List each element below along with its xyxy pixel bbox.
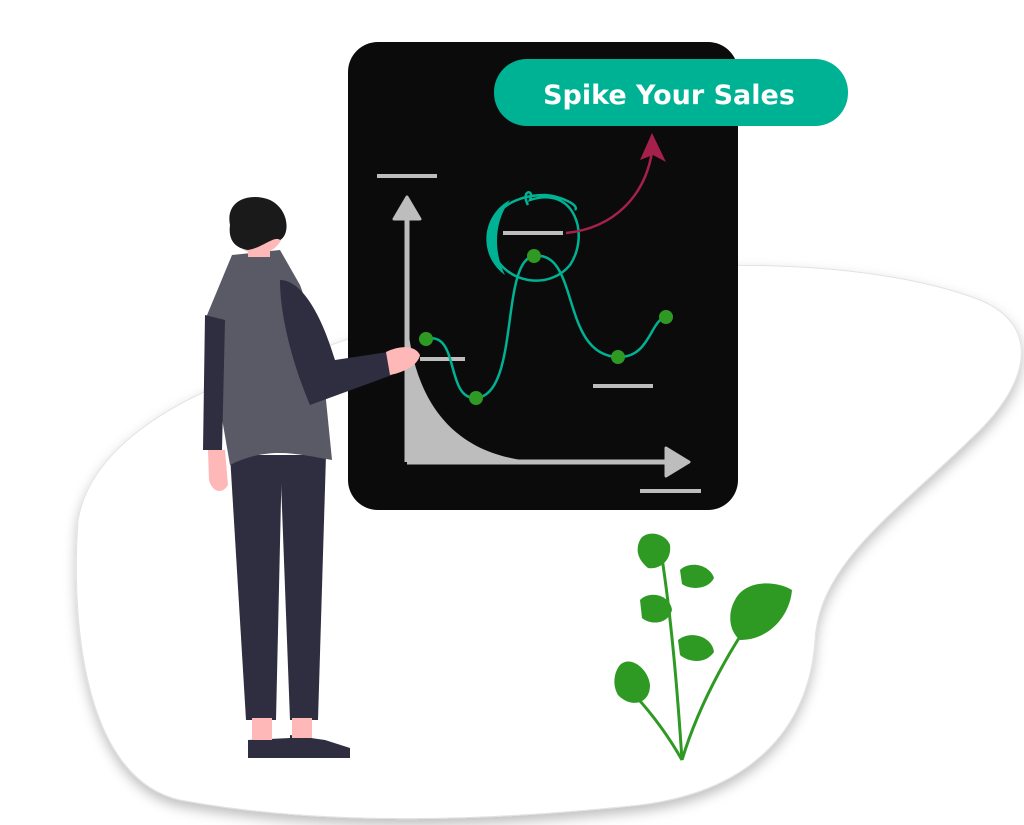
data-point — [611, 350, 625, 364]
banner-label: Spike Your Sales — [543, 80, 795, 111]
stem — [658, 544, 684, 761]
chart-graphic — [377, 133, 701, 493]
label-dashes — [377, 174, 701, 493]
hair — [229, 197, 287, 250]
leaf — [678, 635, 714, 661]
x-axis-arrow-icon — [664, 446, 691, 478]
data-points — [419, 249, 673, 405]
person — [203, 197, 420, 758]
plant — [614, 533, 792, 761]
ankle — [252, 718, 272, 740]
leaf — [680, 564, 714, 588]
leaf — [614, 661, 650, 703]
leaf — [730, 583, 792, 640]
highlight-circle-fill — [486, 200, 510, 275]
growth-arrow — [565, 151, 654, 235]
hand — [208, 450, 228, 492]
area-fill — [407, 318, 545, 462]
left-leg — [230, 455, 282, 720]
data-point — [469, 391, 483, 405]
y-axis-arrow-icon — [392, 195, 422, 221]
data-point — [419, 332, 433, 346]
back-arm — [203, 315, 225, 450]
leaf — [637, 533, 671, 569]
shoe — [290, 735, 350, 758]
growth-arrow-head-icon — [640, 133, 666, 162]
highlight-scribble — [488, 191, 580, 282]
data-point — [527, 249, 541, 263]
front-arm — [280, 280, 392, 405]
pointing-hand — [386, 347, 420, 375]
shoe — [248, 738, 292, 758]
ankle — [292, 718, 312, 738]
right-leg — [280, 455, 326, 720]
leaf — [640, 594, 672, 623]
spike-sales-button[interactable]: Spike Your Sales — [494, 59, 848, 126]
data-point — [659, 310, 673, 324]
